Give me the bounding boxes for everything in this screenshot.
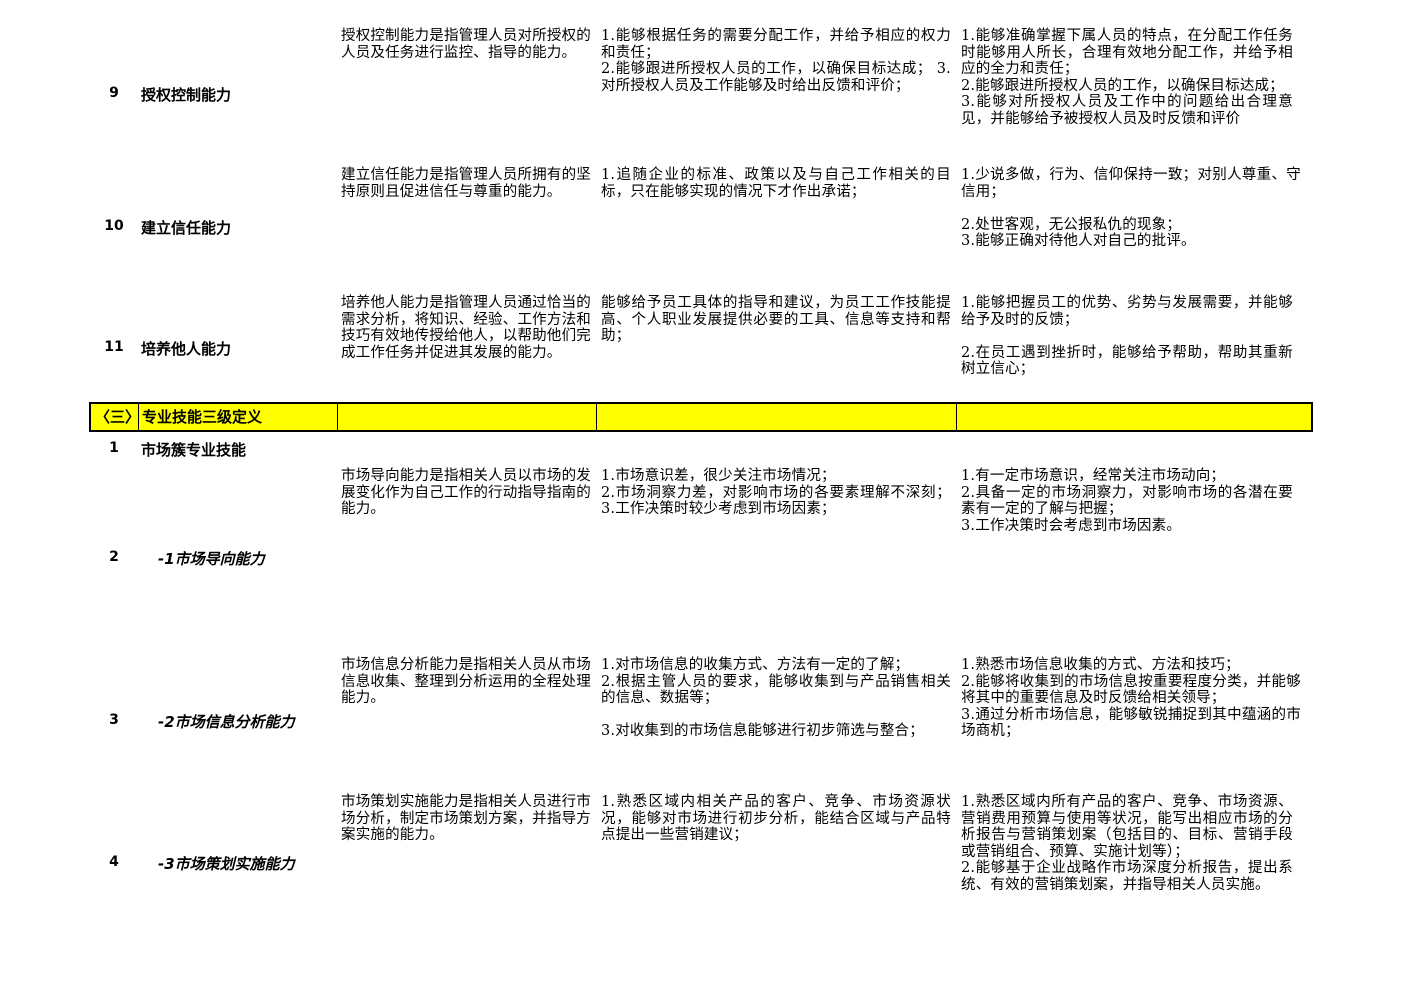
competency-name: 授权控制能力 <box>141 86 232 104</box>
row-number: 3 <box>109 712 119 728</box>
level1-cell: 1.能够根据任务的需要分配工作，并给予相应的权力和责任； 2.能够跟进所授权人员… <box>601 28 951 94</box>
row-number: 11 <box>104 339 124 355</box>
level2-cell: 1.能够准确掌握下属人员的特点，在分配工作任务时能够用人所长，合理有效地分配工作… <box>961 28 1293 127</box>
level2-cell: 1.能够把握员工的优势、劣势与发展需要，并能够给予及时的反馈； 2.在员工遇到挫… <box>961 295 1293 377</box>
level2-cell: 1.少说多做，行为、信仰保持一致；对别人尊重、守信用； 2.处世客观，无公报私仇… <box>961 167 1301 249</box>
definition-cell: 建立信任能力是指管理人员所拥有的坚持原则且促进信任与尊重的能力。 <box>341 167 591 200</box>
competency-name: -1市场导向能力 <box>158 550 265 568</box>
row-number: 1 <box>109 440 119 456</box>
level2-cell: 1.有一定市场意识，经常关注市场动向； 2.具备一定的市场洞察力，对影响市场的各… <box>961 468 1293 534</box>
level1-cell: 1.市场意识差，很少关注市场情况； 2.市场洞察力差，对影响市场的各要素理解不深… <box>601 468 951 517</box>
level1-cell: 1.熟悉区域内相关产品的客户、竞争、市场资源状况，能够对市场进行初步分析，能结合… <box>601 794 951 843</box>
category-name: 市场簇专业技能 <box>141 441 247 459</box>
row-number: 9 <box>109 85 119 101</box>
competency-name: 建立信任能力 <box>141 219 232 237</box>
definition-cell: 授权控制能力是指管理人员对所授权的人员及任务进行监控、指导的能力。 <box>341 28 591 61</box>
section-number: 〈三〉 <box>95 408 141 426</box>
section-header-band: 〈三〉 专业技能三级定义 <box>89 402 1313 432</box>
level2-cell: 1.熟悉区域内所有产品的客户、竞争、市场资源、营销费用预算与使用等状况，能写出相… <box>961 794 1293 893</box>
row-number: 4 <box>109 854 119 870</box>
competency-name: 培养他人能力 <box>141 340 232 358</box>
definition-cell: 市场信息分析能力是指相关人员从市场信息收集、整理到分析运用的全程处理能力。 <box>341 657 591 706</box>
definition-cell: 市场策划实施能力是指相关人员进行市场分析，制定市场策划方案，并指导方案实施的能力… <box>341 794 591 843</box>
row-number: 2 <box>109 549 119 565</box>
definition-cell: 培养他人能力是指管理人员通过恰当的需求分析，将知识、经验、工作方法和技巧有效地传… <box>341 295 591 361</box>
level1-cell: 能够给予员工具体的指导和建议，为员工工作技能提高、个人职业发展提供必要的工具、信… <box>601 295 951 344</box>
definition-cell: 市场导向能力是指相关人员以市场的发展变化作为自己工作的行动指导指南的能力。 <box>341 468 591 517</box>
row-number: 10 <box>104 218 124 234</box>
level2-cell: 1.熟悉市场信息收集的方式、方法和技巧； 2.能够将收集到的市场信息按重要程度分… <box>961 657 1301 739</box>
level1-cell: 1.追随企业的标准、政策以及与自己工作相关的目标，只在能够实现的情况下才作出承诺… <box>601 167 951 200</box>
level1-cell: 1.对市场信息的收集方式、方法有一定的了解； 2.根据主管人员的要求，能够收集到… <box>601 657 951 739</box>
competency-name: -3市场策划实施能力 <box>158 855 295 873</box>
section-title: 专业技能三级定义 <box>142 408 263 426</box>
competency-name: -2市场信息分析能力 <box>158 713 295 731</box>
